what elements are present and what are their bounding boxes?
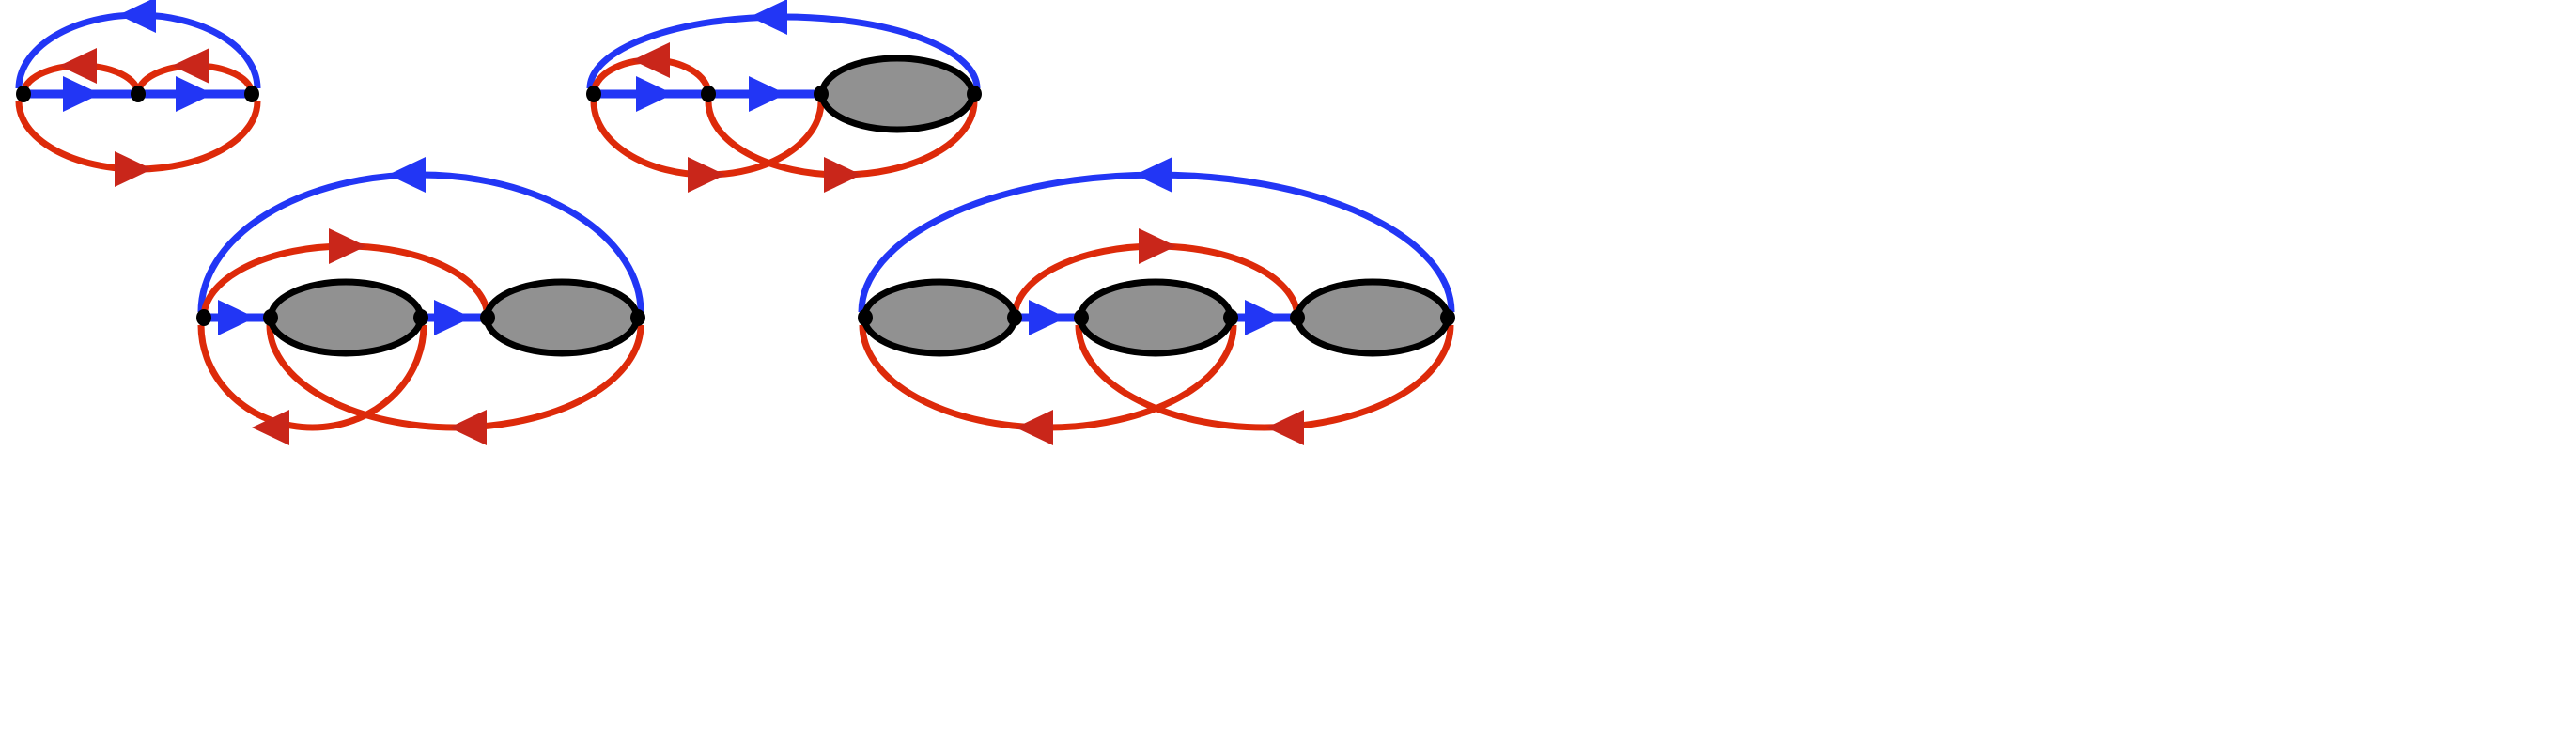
vertex-dot bbox=[16, 86, 31, 102]
arrow-right-icon bbox=[176, 76, 213, 112]
vertex-dot bbox=[858, 309, 873, 326]
arrow-right-icon bbox=[1139, 228, 1176, 264]
vertex-dot bbox=[814, 86, 829, 102]
arrow-left-icon bbox=[388, 157, 426, 193]
arrow-right-icon bbox=[824, 157, 861, 193]
arrow-right-icon bbox=[434, 300, 472, 335]
arrow-right-icon bbox=[688, 157, 725, 193]
vertex-dot bbox=[263, 309, 278, 326]
self-energy-blob bbox=[1077, 278, 1234, 357]
arrow-left-icon bbox=[1135, 157, 1172, 193]
self-energy-blob bbox=[1294, 278, 1451, 357]
vertex-dot bbox=[413, 309, 428, 326]
arrow-left-icon bbox=[449, 410, 487, 445]
blue-loop-arc bbox=[15, 11, 261, 89]
arrow-left-icon bbox=[172, 48, 209, 84]
vertex-dot bbox=[1440, 309, 1455, 326]
vertex-dot bbox=[701, 86, 716, 102]
arrow-left-icon bbox=[252, 410, 289, 445]
arrow-right-icon bbox=[329, 228, 366, 264]
diagram-2 bbox=[586, 0, 982, 193]
red-loop-arc bbox=[1075, 324, 1454, 431]
self-energy-blob bbox=[483, 278, 641, 357]
arrow-right-icon bbox=[636, 76, 674, 112]
arrow-right-icon bbox=[1245, 300, 1282, 335]
vertex-dot bbox=[1290, 309, 1305, 326]
self-energy-blob bbox=[818, 55, 976, 133]
vertex-dot bbox=[480, 309, 495, 326]
diagram-1 bbox=[15, 0, 261, 187]
self-energy-blob bbox=[267, 278, 425, 357]
red-loop-arc bbox=[15, 101, 261, 173]
diagram-3 bbox=[196, 157, 645, 445]
vertex-dot bbox=[244, 86, 259, 102]
arrow-left-icon bbox=[1016, 410, 1053, 445]
vertex-dot bbox=[1074, 309, 1089, 326]
arrow-left-icon bbox=[1266, 410, 1304, 445]
vertex-dot bbox=[630, 309, 645, 326]
vertex-dot bbox=[967, 86, 982, 102]
self-energy-blob bbox=[861, 278, 1018, 357]
vertex-dot bbox=[131, 86, 146, 102]
arrow-left-icon bbox=[59, 48, 97, 84]
vertex-dot bbox=[1007, 309, 1022, 326]
arrow-left-icon bbox=[750, 0, 787, 35]
arrow-right-icon bbox=[1029, 300, 1066, 335]
arrow-right-icon bbox=[115, 151, 152, 187]
diagram-4 bbox=[858, 157, 1455, 445]
arrow-left-icon bbox=[632, 42, 670, 78]
arrow-right-icon bbox=[749, 76, 786, 112]
arrow-right-icon bbox=[218, 300, 256, 335]
red-loop-arc bbox=[197, 324, 427, 431]
vertex-dot bbox=[586, 86, 601, 102]
vertex-dot bbox=[1223, 309, 1238, 326]
vertex-dot bbox=[196, 309, 211, 326]
arrow-right-icon bbox=[63, 76, 101, 112]
arrow-left-icon bbox=[118, 0, 156, 33]
